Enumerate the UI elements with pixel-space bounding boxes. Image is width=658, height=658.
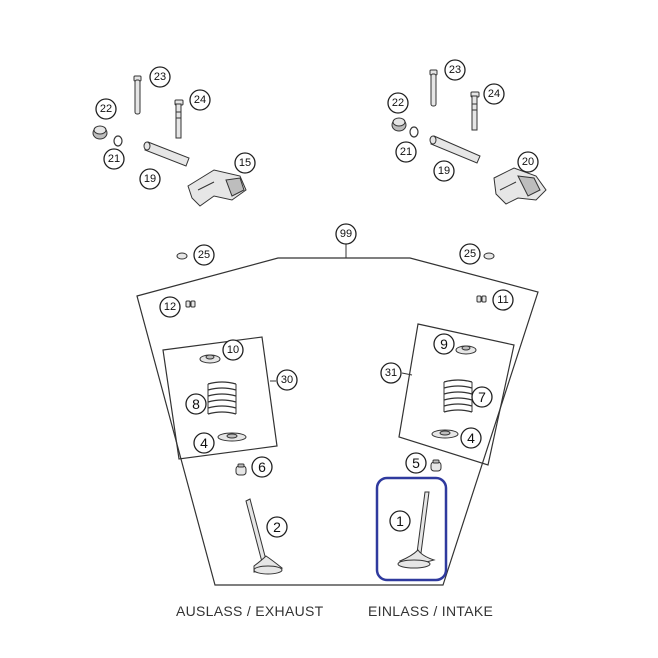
svg-text:12: 12 [164,301,176,313]
spring-seat-4-left [217,432,247,442]
exhaust-valve-2 [245,498,284,575]
svg-text:21: 21 [400,146,412,158]
callout-30: 30 [276,369,298,391]
spring-seat-4-right [431,429,459,439]
right-rocker-assembly [391,69,547,205]
callout-layer: 23 24 22 21 19 15 23 24 22 21 19 20 99 2… [95,59,539,538]
callout-12: 12 [159,296,181,318]
bolt-24-left [174,99,184,139]
svg-text:9: 9 [440,336,448,352]
spring-8 [207,381,237,415]
stem-seal-5 [430,459,442,472]
oring-21-right [409,126,419,138]
callout-24-right: 24 [483,83,505,105]
svg-text:11: 11 [497,294,508,306]
svg-text:19: 19 [438,165,450,177]
spring-kit-30-box [162,336,278,460]
cap-22-left [92,125,108,140]
seal-25-right [483,252,495,260]
svg-text:10: 10 [227,344,239,356]
left-rocker-assembly [92,75,247,207]
keepers-12 [185,300,196,308]
svg-text:23: 23 [154,71,166,83]
cylinder-head-outline [136,243,539,586]
callout-99: 99 [335,223,357,245]
svg-text:25: 25 [198,249,210,261]
svg-text:23: 23 [449,64,461,76]
callout-22-right: 22 [387,92,409,114]
callout-6: 6 [251,456,273,478]
svg-text:31: 31 [385,367,397,379]
spring-7 [443,379,473,413]
svg-text:19: 19 [144,173,156,185]
bolt-23-left [133,75,142,115]
svg-text:25: 25 [464,248,476,260]
svg-text:24: 24 [194,94,206,106]
intake-valve-1 [397,491,436,569]
svg-text:1: 1 [396,513,404,529]
svg-text:30: 30 [281,374,293,386]
svg-text:22: 22 [392,97,404,109]
callout-10: 10 [222,339,244,361]
callout-25-left: 25 [193,244,215,266]
seal-25-left [176,252,188,260]
retainer-10 [199,354,221,364]
callout-22-left: 22 [95,98,117,120]
callout-4-right: 4 [460,427,482,449]
callout-1: 1 [389,510,411,532]
callout-23-left: 23 [149,66,171,88]
stem-seal-6 [235,463,247,476]
intake-label: EINLASS / INTAKE [368,603,494,619]
bolt-24-right [470,91,480,131]
bolt-23-right [429,69,438,107]
callout-21-left: 21 [103,148,125,170]
rocker-arm-20 [493,167,547,205]
callout-2: 2 [266,516,288,538]
svg-text:4: 4 [200,435,208,451]
oring-21-left [113,135,123,147]
callout-25-right: 25 [459,243,481,265]
callout-23-right: 23 [444,59,466,81]
shaft-19-left [143,141,190,167]
svg-text:8: 8 [192,396,200,412]
callout-11: 11 [492,289,514,311]
svg-text:24: 24 [488,88,500,100]
svg-text:22: 22 [100,103,112,115]
spring-kit-31-box [398,323,515,466]
shaft-19-right [429,135,481,164]
intake-valve-highlight [375,476,448,582]
svg-text:20: 20 [522,156,534,168]
callout-5: 5 [405,452,427,474]
callout-24-left: 24 [189,89,211,111]
callout-19-right: 19 [433,160,455,182]
callout-4-left: 4 [193,432,215,454]
svg-text:2: 2 [273,519,281,535]
svg-text:15: 15 [239,157,251,169]
callout-15: 15 [234,152,256,174]
callout-31: 31 [380,362,402,384]
exhaust-label: AUSLASS / EXHAUST [176,603,324,619]
svg-text:5: 5 [412,455,420,471]
keepers-11 [476,295,487,303]
callout-19-left: 19 [139,168,161,190]
cap-22-right [391,117,407,132]
rocker-arm-15 [187,169,247,207]
svg-text:21: 21 [108,153,120,165]
callout-7: 7 [471,386,493,408]
callout-8: 8 [185,393,207,415]
svg-text:7: 7 [478,389,486,405]
svg-text:6: 6 [258,459,266,475]
svg-text:99: 99 [340,228,352,240]
retainer-9 [455,345,477,355]
callout-20: 20 [517,151,539,173]
callout-9: 9 [433,333,455,355]
svg-text:4: 4 [467,430,475,446]
callout-21-right: 21 [395,141,417,163]
